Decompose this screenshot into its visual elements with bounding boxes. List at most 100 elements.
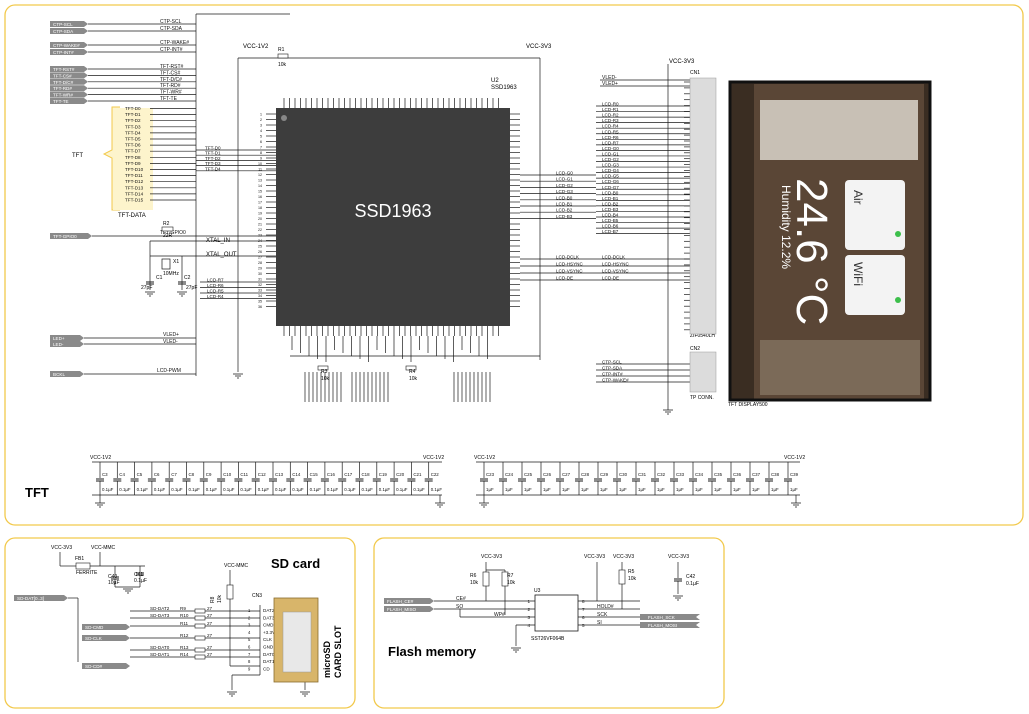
sd-resistor-ref-5: R14 xyxy=(180,652,189,657)
chip-data-label-1: TFT-D1 xyxy=(205,151,221,156)
wire-label-led-pwm: LCD-PWM xyxy=(157,368,181,374)
chip-data-label-4: TFT-D4 xyxy=(205,166,221,171)
flash-memory-panel xyxy=(373,537,725,709)
sd-pin-num-8: 9 xyxy=(248,666,251,671)
right-lcd-label-5: LCD-R5 xyxy=(602,129,619,134)
cap-right-value-0: 1µF xyxy=(486,487,494,492)
r4-ref: R4 xyxy=(409,369,416,375)
cap-right-0 xyxy=(480,478,488,482)
chip-left-pin-num-5: 5 xyxy=(260,135,262,139)
fb1-ref: FB1 xyxy=(75,556,84,562)
c42-value: 0.1µF xyxy=(686,581,699,587)
cap-left-value-15: 0.1µF xyxy=(362,487,374,492)
net-flash-miso: FLASH_MISO xyxy=(387,607,417,612)
sd-resistor-value-1: 27 xyxy=(207,613,213,618)
flash-chip xyxy=(534,594,579,632)
sd-resistor-value-0: 27 xyxy=(207,606,213,611)
right-lcd-label-11: LCD-G3 xyxy=(602,163,619,168)
cap-left-ground-a xyxy=(95,502,105,508)
cn1-connector xyxy=(689,77,717,335)
cap-right-6 xyxy=(594,478,602,482)
right-ctrl-label-2: LCD-VSYNC xyxy=(602,269,629,274)
cap-left-value-1: 0.1µF xyxy=(119,487,131,492)
cap-left-8 xyxy=(234,478,243,482)
right-lcd-label-18: LCD-B2 xyxy=(602,201,619,206)
chip-left-pin-num-11: 11 xyxy=(258,168,262,172)
cap-left-ref-6: C9 xyxy=(206,472,212,477)
caps-right-vcc-b: VCC-1V2 xyxy=(784,455,805,461)
c2-value: 27pF xyxy=(186,285,197,291)
chip-left-pin-num-16: 16 xyxy=(258,195,262,199)
crystal-x1 xyxy=(161,258,171,270)
wire-label-ctp-wake: CTP-WAKE# xyxy=(160,40,189,46)
net-ctp-int-tag xyxy=(50,49,88,55)
cap-left-ref-17: C20 xyxy=(396,472,405,477)
net-led-minus-tag xyxy=(50,341,84,347)
net-sd-cd: SD-CD# xyxy=(85,664,103,669)
r2-value: 22R xyxy=(163,233,173,239)
right-lcd-label-23: LCD-B7 xyxy=(602,229,619,234)
sd-pin-6: DAT0 xyxy=(263,652,275,657)
cap-left-ref-0: C3 xyxy=(102,472,108,477)
wire-label-ctp-int: CTP-INT# xyxy=(160,47,183,53)
net-tft-wr: TFT-WR# xyxy=(53,93,73,98)
chip-right-lcd-6: LCD-B2 xyxy=(556,208,573,213)
cap-left-value-0: 0.1µF xyxy=(102,487,114,492)
cap-left-12 xyxy=(303,478,312,482)
sd-card-panel xyxy=(4,537,356,709)
sd-net-mid-1: SD-DAT3 xyxy=(150,613,170,618)
wire-label-tft-cs: TFT-CS# xyxy=(160,70,180,76)
right-vled-minus: VLED- xyxy=(602,75,617,81)
chip-right-lcd-2: LCD-G2 xyxy=(556,183,573,188)
cap-left-15 xyxy=(355,478,364,482)
flash-sig-hold: HOLD# xyxy=(597,604,614,610)
cap-right-13 xyxy=(727,478,735,482)
cap-right-value-8: 1µF xyxy=(638,487,646,492)
tp-conn-label: TP CONN. xyxy=(690,395,714,401)
cap-right-ref-10: C33 xyxy=(676,472,685,477)
cap-right-ref-7: C30 xyxy=(619,472,628,477)
tft-title: TFT xyxy=(25,485,49,500)
chip-left-pin-num-10: 10 xyxy=(258,162,262,166)
c40-ref: C40 xyxy=(108,574,117,580)
flash-vcc-d: VCC-3V3 xyxy=(668,554,689,560)
flash-sig-ce: CE# xyxy=(456,596,466,602)
cap-right-1 xyxy=(499,478,507,482)
net-led-plus: LED+ xyxy=(53,336,65,341)
chip-left-pin-num-2: 2 xyxy=(260,118,262,122)
cap-right-value-12: 1µF xyxy=(714,487,722,492)
flash-part: SST26VF064B xyxy=(531,636,565,642)
right-ground xyxy=(663,409,673,415)
cap-left-2 xyxy=(130,478,139,482)
cap-right-value-5: 1µF xyxy=(581,487,589,492)
r6-value: 10k xyxy=(470,580,479,586)
flash-pin-num-left-3: 4 xyxy=(527,623,530,628)
cap-right-8 xyxy=(632,478,640,482)
cn1-part: ZIF0540LH xyxy=(690,333,715,339)
fb1-value: FERRITE xyxy=(76,570,98,576)
cap-right-ref-8: C31 xyxy=(638,472,647,477)
sd-vcc3v3: VCC-3V3 xyxy=(51,545,72,551)
vcc-1v2-label: VCC-1V2 xyxy=(243,44,269,50)
cap-left-17 xyxy=(390,478,399,482)
cap-left-ref-3: C6 xyxy=(154,472,160,477)
left-net-tags: CTP-SCLCTP-SDACTP-WAKE#CTP-INT#TFT-RST#T… xyxy=(50,21,144,377)
sd-slot-label-1: microSD xyxy=(322,640,332,678)
data-line-label-11: TFT-D11 xyxy=(125,173,143,178)
cap-right-value-15: 1µF xyxy=(771,487,779,492)
r6-ref: R6 xyxy=(470,573,477,579)
right-lcd-label-8: LCD-G0 xyxy=(602,146,619,151)
cap-right-value-7: 1µF xyxy=(619,487,627,492)
tft-display-label: TFT DISPLAY500 xyxy=(728,402,768,408)
sd-pin-num-2: 3 xyxy=(248,623,251,628)
net-sd-cd-tag xyxy=(82,663,130,669)
sd-resistor-value-3: 27 xyxy=(207,633,213,638)
cap-left-ref-2: C5 xyxy=(137,472,143,477)
c41-value: 0.1µF xyxy=(134,578,147,584)
right-vled-plus: VLED+ xyxy=(602,81,618,87)
right-ctrl-label-1: LCD-HSYNC xyxy=(602,262,629,267)
right-nets: VLED-VLED+LCD-R0LCD-R1LCD-R2LCD-R3LCD-R4… xyxy=(520,58,690,415)
right-lcd-label-1: LCD-R1 xyxy=(602,107,619,112)
flash-pin-num-right-0: 8 xyxy=(582,599,585,604)
net-tft-rst: TFT-RST# xyxy=(53,67,75,72)
